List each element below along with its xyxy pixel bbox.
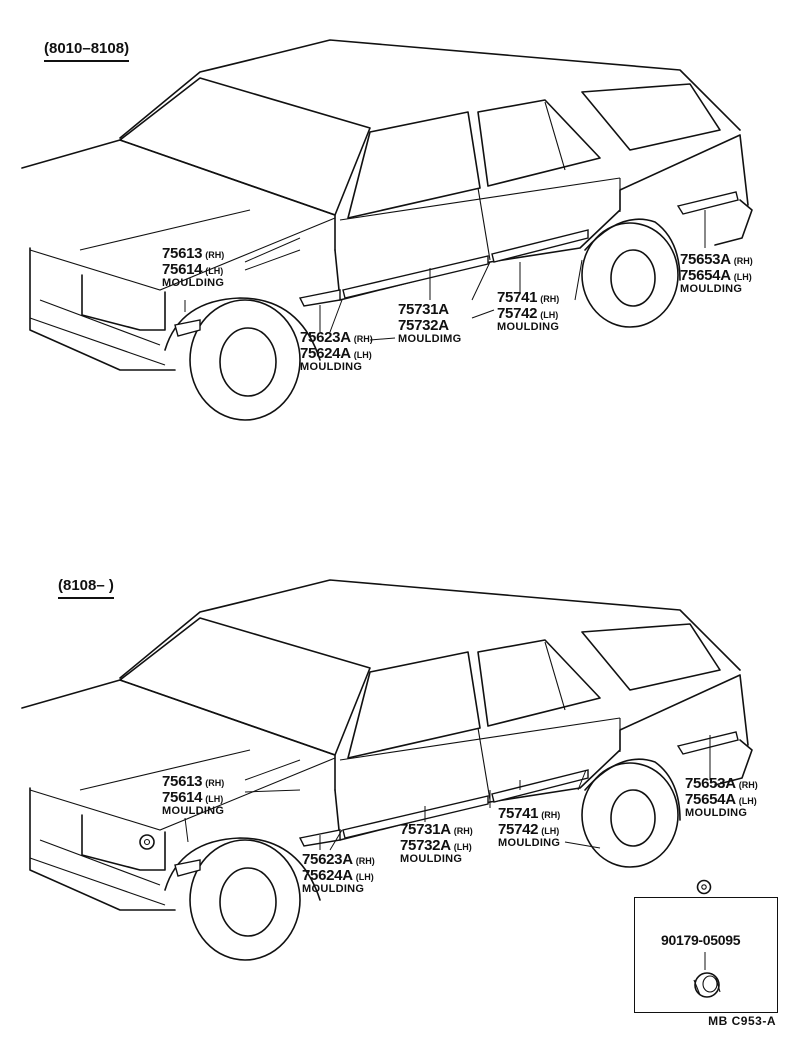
callout-75653a-lower: 75653A(RH) 75654A(LH) MOULDING [685, 776, 758, 819]
callout-75741-lower: 75741(RH) 75742(LH) MOULDING [498, 806, 560, 849]
part-name: MOULDING [498, 837, 561, 849]
callout-75653a: 75653A(RH) 75654A(LH) MOULDING [680, 252, 753, 295]
clip-detail-box: 90179-05095 [634, 897, 778, 1013]
car-outline-upper [21, 39, 753, 421]
part-number: 75654A [680, 267, 731, 284]
callout-75623a: 75623A(RH) 75624A(LH) MOULDING [300, 330, 373, 373]
side-label: (LH) [355, 872, 374, 882]
reference-code: MB C953-A [708, 1014, 776, 1028]
part-name: MOULDIMG [398, 333, 462, 345]
part-number: 75653A [680, 251, 731, 268]
part-number: 75623A [302, 851, 353, 868]
part-name: MOULDING [497, 321, 560, 333]
part-number: 75653A [685, 775, 736, 792]
callout-75613: 75613(RH) 75614(LH) MOULDING [162, 246, 224, 289]
part-number: 75613 [162, 245, 203, 262]
part-number: 75732A [400, 837, 451, 854]
part-number: 75732A [398, 317, 449, 334]
side-label: (LH) [205, 794, 224, 804]
side-label: (LH) [733, 272, 752, 282]
side-label: (LH) [541, 826, 560, 836]
period-heading-upper: (8010–8108) [44, 40, 130, 62]
leader-lines-lower [184, 735, 711, 851]
part-number: 75731A [400, 821, 451, 838]
side-label: (RH) [205, 250, 225, 260]
part-name: MOULDING [685, 807, 748, 819]
part-number: 75614 [162, 789, 203, 806]
clip-drawing [693, 952, 721, 998]
side-label: (LH) [453, 842, 472, 852]
side-label: (RH) [453, 826, 473, 836]
callout-75731a: 75731A 75732A MOULDIMG [398, 302, 462, 345]
side-label: (LH) [353, 350, 372, 360]
part-name: MOULDING [680, 283, 743, 295]
leader-lines-upper [184, 210, 706, 341]
part-number: 75741 [498, 805, 539, 822]
part-number: 75742 [498, 821, 539, 838]
part-number: 75731A [398, 301, 449, 318]
period-heading-lower: (8108– ) [58, 577, 114, 599]
clip-symbol-detail [696, 879, 712, 895]
period-text: (8108– ) [58, 577, 114, 594]
side-label: (RH) [540, 294, 560, 304]
part-name: MOULDING [162, 277, 225, 289]
clip-part-number: 90179-05095 [661, 932, 741, 948]
side-label: (RH) [355, 856, 375, 866]
part-name: MOULDING [400, 853, 463, 865]
part-number: 75624A [302, 867, 353, 884]
part-number: 75613 [162, 773, 203, 790]
part-number: 75623A [300, 329, 351, 346]
part-number: 75614 [162, 261, 203, 278]
part-number: 75742 [497, 305, 538, 322]
side-label: (RH) [541, 810, 561, 820]
callout-75741: 75741(RH) 75742(LH) MOULDING [497, 290, 559, 333]
callout-75623a-lower: 75623A(RH) 75624A(LH) MOULDING [302, 852, 375, 895]
clip-symbol-car [139, 834, 155, 850]
side-label: (RH) [353, 334, 373, 344]
callout-75731a-lower: 75731A(RH) 75732A(LH) MOULDING [400, 822, 473, 865]
side-label: (LH) [540, 310, 559, 320]
period-text: (8010–8108) [44, 40, 130, 57]
side-label: (LH) [738, 796, 757, 806]
part-number: 75624A [300, 345, 351, 362]
side-label: (RH) [738, 780, 758, 790]
side-label: (LH) [205, 266, 224, 276]
side-label: (RH) [205, 778, 225, 788]
part-number: 75741 [497, 289, 538, 306]
part-name: MOULDING [300, 361, 363, 373]
side-label: (RH) [733, 256, 753, 266]
part-name: MOULDING [302, 883, 365, 895]
part-number: 75654A [685, 791, 736, 808]
callout-75613-lower: 75613(RH) 75614(LH) MOULDING [162, 774, 224, 817]
part-name: MOULDING [162, 805, 225, 817]
